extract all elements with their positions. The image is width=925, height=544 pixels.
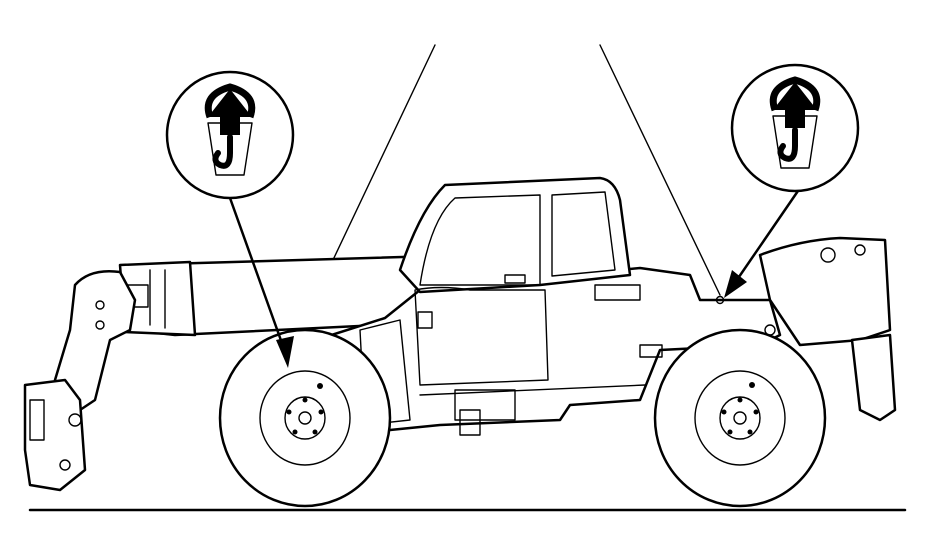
front-lift-point-callout bbox=[165, 70, 295, 200]
rear-counterweight bbox=[758, 236, 897, 422]
operator-cab bbox=[398, 176, 632, 386]
rear-callout-arrow bbox=[724, 186, 802, 298]
rear-lift-point-callout bbox=[730, 63, 860, 193]
front-wheel bbox=[218, 328, 392, 508]
rear-wheel bbox=[653, 328, 827, 508]
boom-head bbox=[23, 270, 137, 492]
lift-cable-rear bbox=[599, 44, 721, 296]
lifting-hook-icon bbox=[204, 83, 256, 176]
rear-lift-point-marker bbox=[715, 295, 725, 305]
front-callout-arrow bbox=[228, 196, 294, 368]
lifting-hook-icon bbox=[769, 76, 821, 169]
